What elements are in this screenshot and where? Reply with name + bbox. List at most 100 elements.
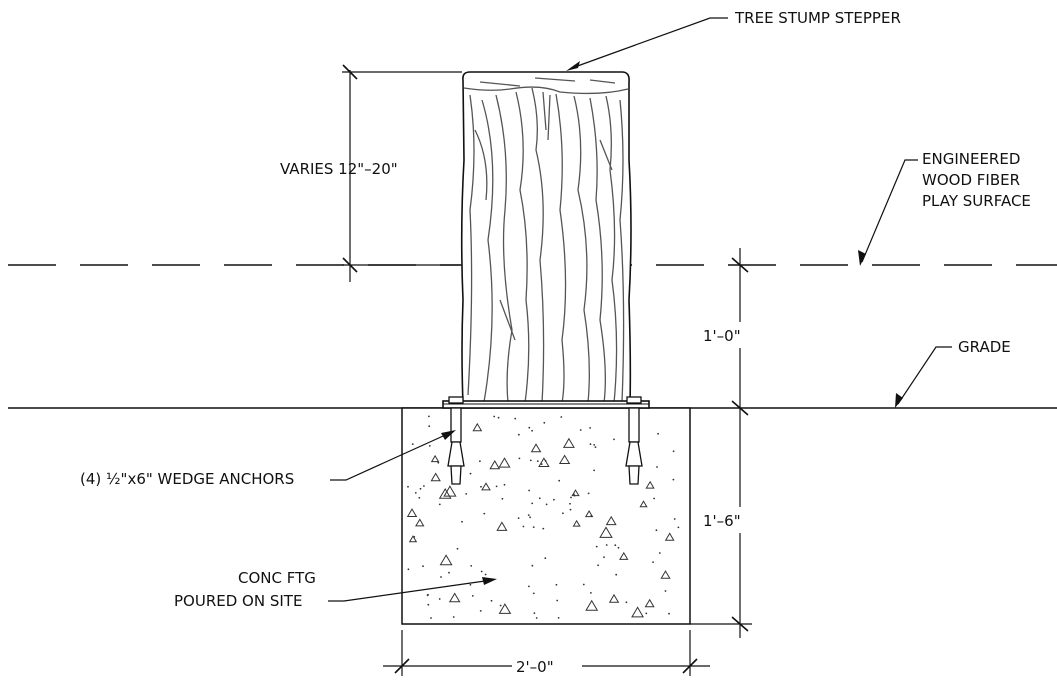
aggregate-dot (422, 565, 424, 568)
aggregate-stone (538, 457, 550, 467)
aggregate-dot (529, 459, 532, 462)
aggregate-dot (589, 443, 592, 445)
aggregate-dot (528, 585, 530, 588)
wedge-anchor-right (625, 396, 643, 485)
play-surface-label-line3: PLAY SURFACE (922, 192, 1031, 210)
aggregate-dot (645, 612, 648, 615)
aggregate-dot (582, 583, 585, 586)
aggregate-dot (555, 583, 558, 586)
aggregate-dot (423, 485, 425, 487)
aggregate-dot (529, 516, 531, 519)
aggregate-dot (538, 497, 541, 500)
aggregate-stone (448, 592, 461, 603)
aggregate-dot (655, 529, 658, 532)
aggregate-dot (617, 546, 620, 549)
aggregate-dot (593, 469, 595, 472)
aggregate-stone (408, 535, 418, 543)
aggregate-stone (439, 554, 453, 566)
aggregate-dot (528, 489, 530, 492)
aggregate-stone (619, 551, 629, 560)
aggregate-dot (469, 472, 472, 475)
aggregate-dot (469, 583, 472, 586)
leader-play-surface: ENGINEERED WOOD FIBER PLAY SURFACE (858, 150, 1031, 266)
dimension-right: 1'–0" 1'–6" (690, 248, 770, 638)
aggregate-dot (557, 617, 560, 619)
aggregate-stone (558, 454, 571, 464)
aggregate-stone (562, 437, 575, 448)
aggregate-dot (672, 450, 675, 453)
aggregate-dot (597, 564, 599, 567)
aggregate-dot (497, 416, 500, 419)
aggregate-stone (406, 508, 418, 517)
aggregate-dot (569, 508, 572, 511)
concrete-label-line1: CONC FTG (238, 569, 316, 587)
aggregate-dot (426, 594, 429, 597)
two-foot-dimension-label: 2'–0" (516, 658, 554, 676)
aggregate-dot (438, 503, 441, 506)
aggregate-dot (499, 604, 502, 607)
aggregate-dot (532, 526, 535, 528)
aggregate-dot (438, 598, 441, 600)
aggregate-dot (535, 617, 538, 619)
aggregate-stone (631, 606, 644, 618)
aggregate-dot (483, 512, 486, 515)
concrete-footing (401, 407, 691, 625)
aggregate-dot (594, 446, 597, 448)
aggregate-stone (584, 510, 594, 518)
aggregate-dot (418, 496, 421, 499)
aggregate-dot (532, 592, 535, 595)
aggregate-dot (664, 590, 667, 592)
aggregate-dot (411, 443, 414, 445)
aggregate-dot (501, 497, 504, 500)
aggregate-dot (465, 493, 468, 495)
one-six-dimension-label: 1'–6" (703, 512, 741, 530)
aggregate-stone (605, 515, 617, 526)
aggregate-dot (615, 573, 618, 576)
aggregate-stone (489, 460, 501, 470)
aggregate-dot (493, 415, 496, 418)
leader-wedge-anchors: (4) ½"x6" WEDGE ANCHORS (80, 430, 456, 488)
aggregate-stone (664, 532, 675, 541)
aggregate-stone (644, 598, 655, 608)
aggregate-dot (605, 544, 608, 546)
aggregate-stone (472, 422, 483, 432)
aggregate-dot (461, 520, 463, 523)
aggregate-dot (545, 503, 548, 506)
aggregate-stone (498, 457, 511, 468)
aggregate-dot (514, 417, 517, 420)
aggregate-dot (528, 426, 531, 429)
aggregate-dot (428, 425, 431, 428)
grade-label: GRADE (958, 338, 1011, 356)
aggregate-stone (443, 485, 457, 497)
dimension-varies: VARIES 12"–20" (280, 64, 462, 282)
aggregate-dot (456, 547, 459, 550)
aggregate-dot (614, 544, 617, 547)
aggregate-dot (672, 478, 675, 481)
aggregate-stone (530, 443, 542, 453)
aggregate-dot (484, 573, 487, 576)
aggregate-dot (440, 576, 442, 578)
tree-stump (460, 71, 632, 405)
aggregate-dot (653, 497, 655, 500)
aggregate-dot (471, 595, 474, 597)
aggregate-stone (599, 526, 613, 538)
aggregate-dot (407, 485, 409, 488)
aggregate-stone (571, 489, 580, 497)
aggregate-dot (542, 527, 545, 530)
aggregate-dot (517, 517, 520, 519)
aggregate-dot (652, 561, 654, 563)
aggregate-dot (590, 592, 592, 594)
aggregate-dot (668, 612, 670, 615)
aggregate-dot (452, 616, 455, 618)
aggregate-dot (543, 421, 546, 424)
aggregate-dot (587, 492, 590, 495)
aggregate-dot (658, 552, 661, 554)
aggregate-dot (448, 571, 450, 574)
aggregate-dot (490, 599, 493, 602)
aggregate-dot (495, 485, 498, 488)
aggregate-stone (498, 603, 512, 614)
aggregate-dot (677, 526, 680, 529)
aggregate-dot (589, 427, 591, 429)
aggregate-stone (645, 480, 655, 489)
